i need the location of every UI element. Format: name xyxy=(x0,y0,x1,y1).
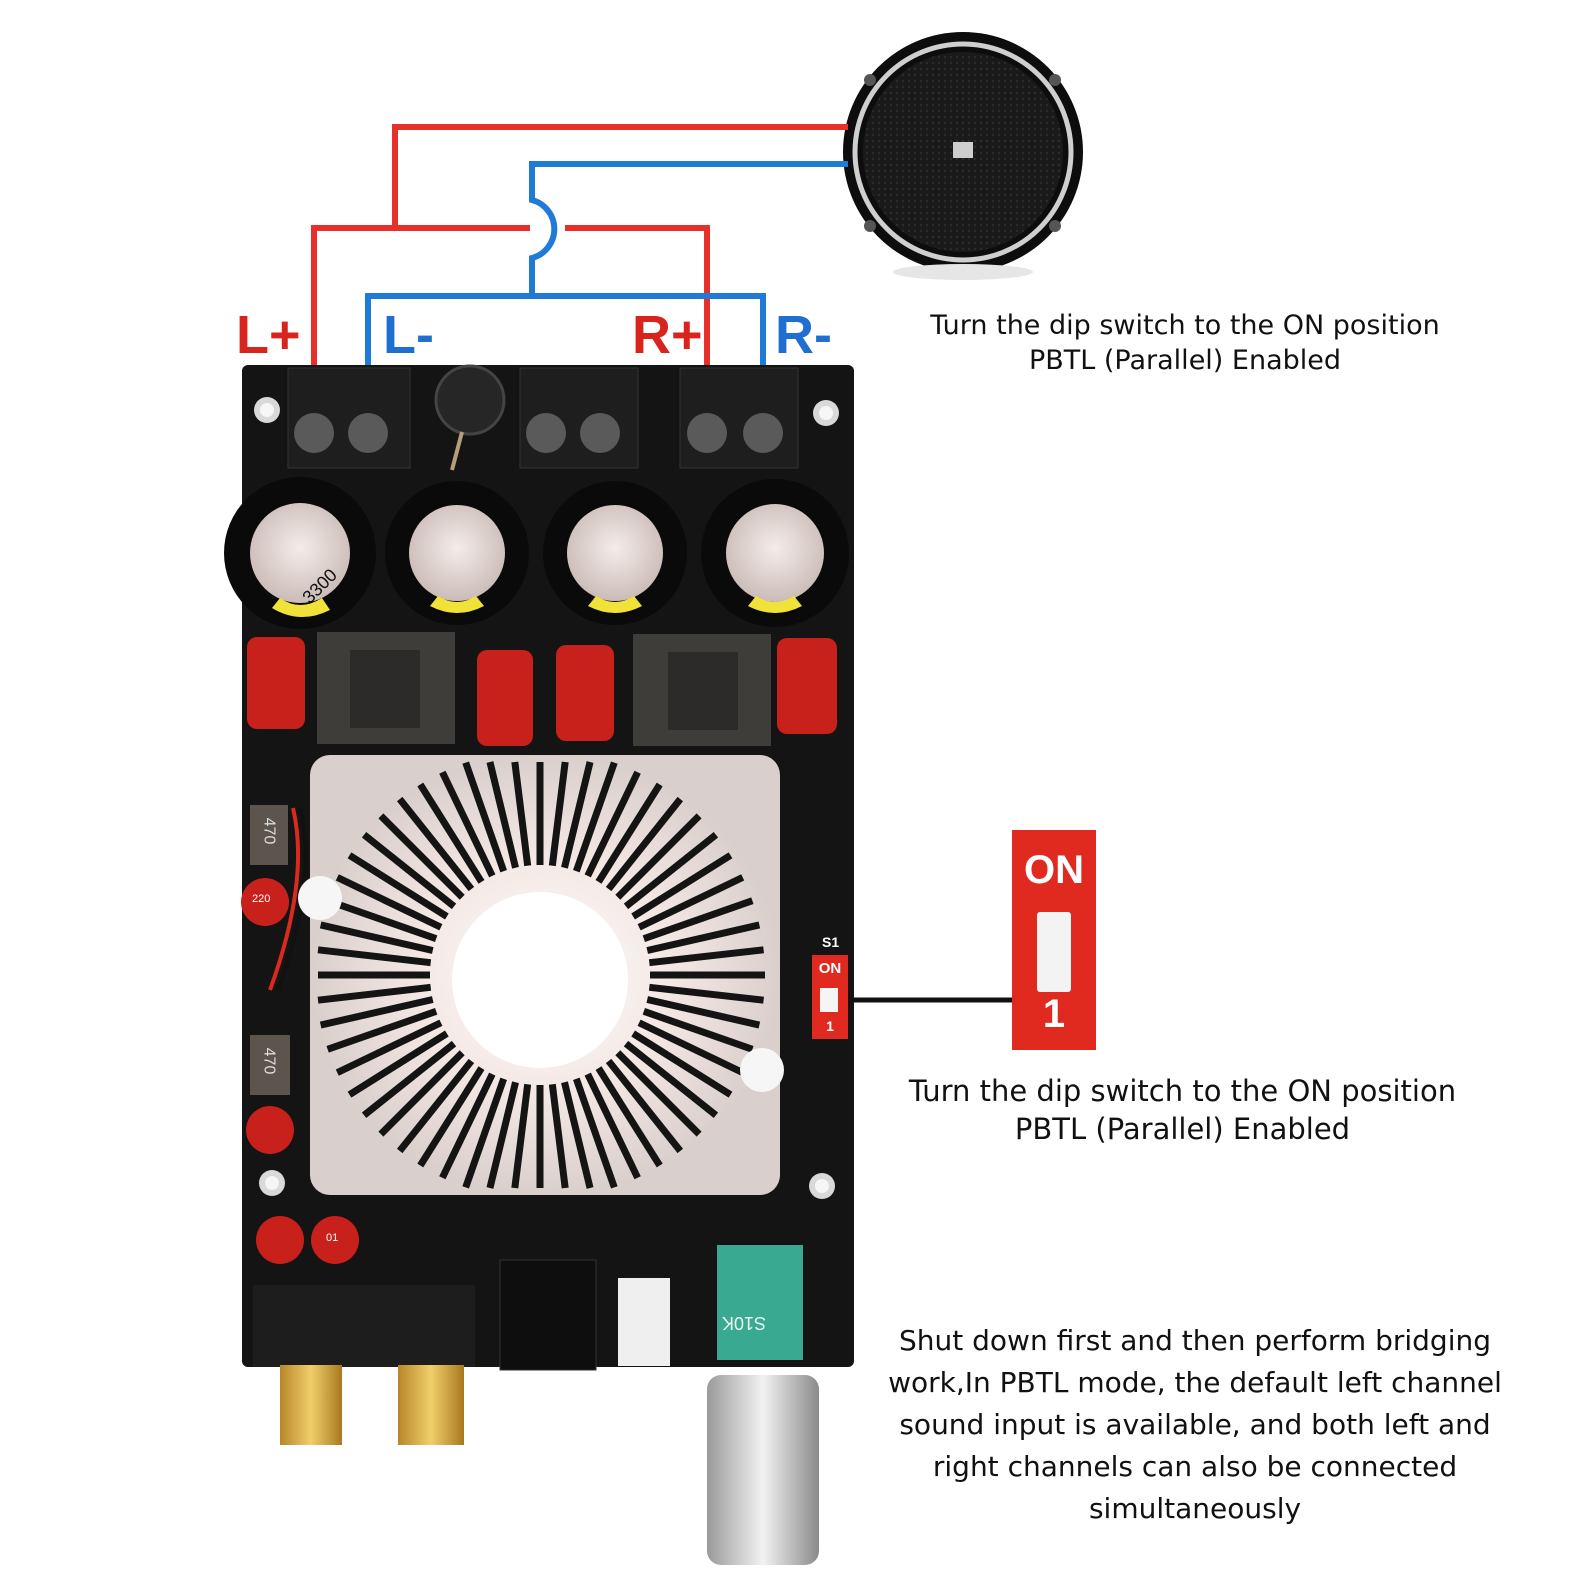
heatsink-fin xyxy=(584,1072,641,1180)
heatsink-fin xyxy=(486,761,519,869)
heatsink-fin xyxy=(548,1083,569,1189)
caption-bottom-line: Shut down first and then perform bridgin… xyxy=(899,1324,1491,1357)
caption-mid-line2: PBTL (Parallel) Enabled xyxy=(1014,1111,1351,1146)
capacitor xyxy=(543,481,687,625)
heatsink-fin xyxy=(378,1050,465,1137)
heatsink-fin xyxy=(561,761,594,869)
heatsink-fin xyxy=(573,761,618,873)
terminal-block-middle xyxy=(519,367,639,469)
heatsink-fin xyxy=(648,946,764,967)
heatsink-fin xyxy=(462,761,507,873)
heatsink-fin xyxy=(595,782,663,884)
capacitor xyxy=(701,479,849,627)
heatsink-fin xyxy=(623,1040,719,1119)
heatsink-fin xyxy=(631,1030,733,1098)
heatsink-fin xyxy=(584,770,641,878)
capacitor xyxy=(224,477,376,629)
inductor-marking: 470 xyxy=(260,1047,278,1075)
potentiometer-marking: S10K xyxy=(722,1313,767,1333)
caption-middle: Turn the dip switch to the ON position P… xyxy=(890,1073,1475,1148)
board-dip-number-label: 1 xyxy=(826,1018,834,1034)
terminal-label-l-minus: L- xyxy=(383,305,434,365)
caption-mid-line1: Turn the dip switch to the ON position xyxy=(908,1074,1457,1108)
board-dip-switch[interactable] xyxy=(812,955,848,1039)
heatsink-fin xyxy=(317,983,432,1004)
heatsink-fin xyxy=(347,852,449,920)
heatsink-fin xyxy=(326,897,438,942)
heatsink-fin xyxy=(615,1050,702,1137)
heatsink-fin xyxy=(439,1072,496,1180)
heatsink-fin xyxy=(573,1077,618,1189)
capacitor xyxy=(385,481,529,625)
volume-potentiometer[interactable] xyxy=(707,1245,819,1565)
heatsink-fin xyxy=(417,782,485,884)
terminal-block-left xyxy=(287,367,411,469)
heatsink-fin xyxy=(646,921,761,954)
heatsink-fin xyxy=(648,983,764,1004)
caption-bottom-line: simultaneously xyxy=(1088,1492,1302,1525)
heatsink-fin xyxy=(646,996,761,1029)
board-dip-on-label: ON xyxy=(818,960,842,977)
heatsink-fin xyxy=(319,996,434,1029)
heatsink-fin xyxy=(642,1008,754,1053)
heatsink-fin xyxy=(439,770,496,878)
heatsink-fin xyxy=(326,1008,438,1053)
heatsink-fin xyxy=(486,1081,519,1189)
heatsink-fin xyxy=(642,897,754,942)
caption-top-line2: PBTL (Parallel) Enabled xyxy=(1028,345,1342,377)
heatsink-fin xyxy=(605,1058,684,1154)
speaker xyxy=(843,32,1083,280)
terminal-label-r-minus: R- xyxy=(775,305,832,365)
wires xyxy=(311,124,848,430)
heatsink-fin xyxy=(396,1058,475,1154)
dip-switch-on-label: ON xyxy=(1024,848,1084,892)
board-silkscreen-s1: S1 xyxy=(822,934,840,950)
terminal-label-l-plus: L+ xyxy=(236,305,301,365)
heatsink-fin xyxy=(335,874,443,931)
heatsink-fin xyxy=(561,1081,594,1189)
heatsink-fin xyxy=(548,761,569,867)
heatsink-fin xyxy=(637,1019,745,1076)
heatsink-fin xyxy=(595,1066,663,1168)
cap-marking: 220 xyxy=(252,893,271,905)
caption-bottom-line: right channels can also be connected xyxy=(932,1450,1458,1483)
heatsink-fin xyxy=(615,813,702,900)
heatsink-fin xyxy=(396,796,475,892)
heatsink-fin xyxy=(347,1030,449,1098)
heatsink-fin xyxy=(361,831,457,910)
heatsink-fin xyxy=(378,813,465,900)
heatsink-fin xyxy=(511,761,532,867)
heatsink-fin xyxy=(623,831,719,910)
caption-bottom: Shut down first and then perform bridgin… xyxy=(870,1320,1520,1530)
terminal-label-r-plus: R+ xyxy=(632,305,703,365)
heatsink-fin xyxy=(335,1019,443,1076)
caption-bottom-line: work,In PBTL mode, the default left chan… xyxy=(888,1366,1502,1399)
cap-marking: 01 xyxy=(326,1232,339,1244)
heatsink-fin xyxy=(319,921,434,954)
heatsink-fin xyxy=(637,874,745,931)
heatsink-fin xyxy=(605,796,684,892)
caption-top: Turn the dip switch to the ON position P… xyxy=(900,308,1470,378)
heatsink-fin xyxy=(462,1077,507,1189)
heatsink xyxy=(310,755,780,1195)
dip-switch-closeup xyxy=(848,830,1096,1050)
caption-top-line1: Turn the dip switch to the ON position xyxy=(930,310,1440,341)
heatsink-fin xyxy=(511,1083,532,1189)
heatsink-fin xyxy=(361,1040,457,1119)
heatsink-fin xyxy=(317,946,432,967)
inductor-marking: 470 xyxy=(260,817,278,845)
caption-bottom-line: sound input is available, and both left … xyxy=(899,1408,1491,1441)
heatsink-fin xyxy=(631,852,733,920)
terminal-block-right xyxy=(679,367,799,469)
heatsink-fin xyxy=(417,1066,485,1168)
dip-switch-number-label: 1 xyxy=(1042,992,1066,1036)
amplifier-board xyxy=(224,364,854,1565)
